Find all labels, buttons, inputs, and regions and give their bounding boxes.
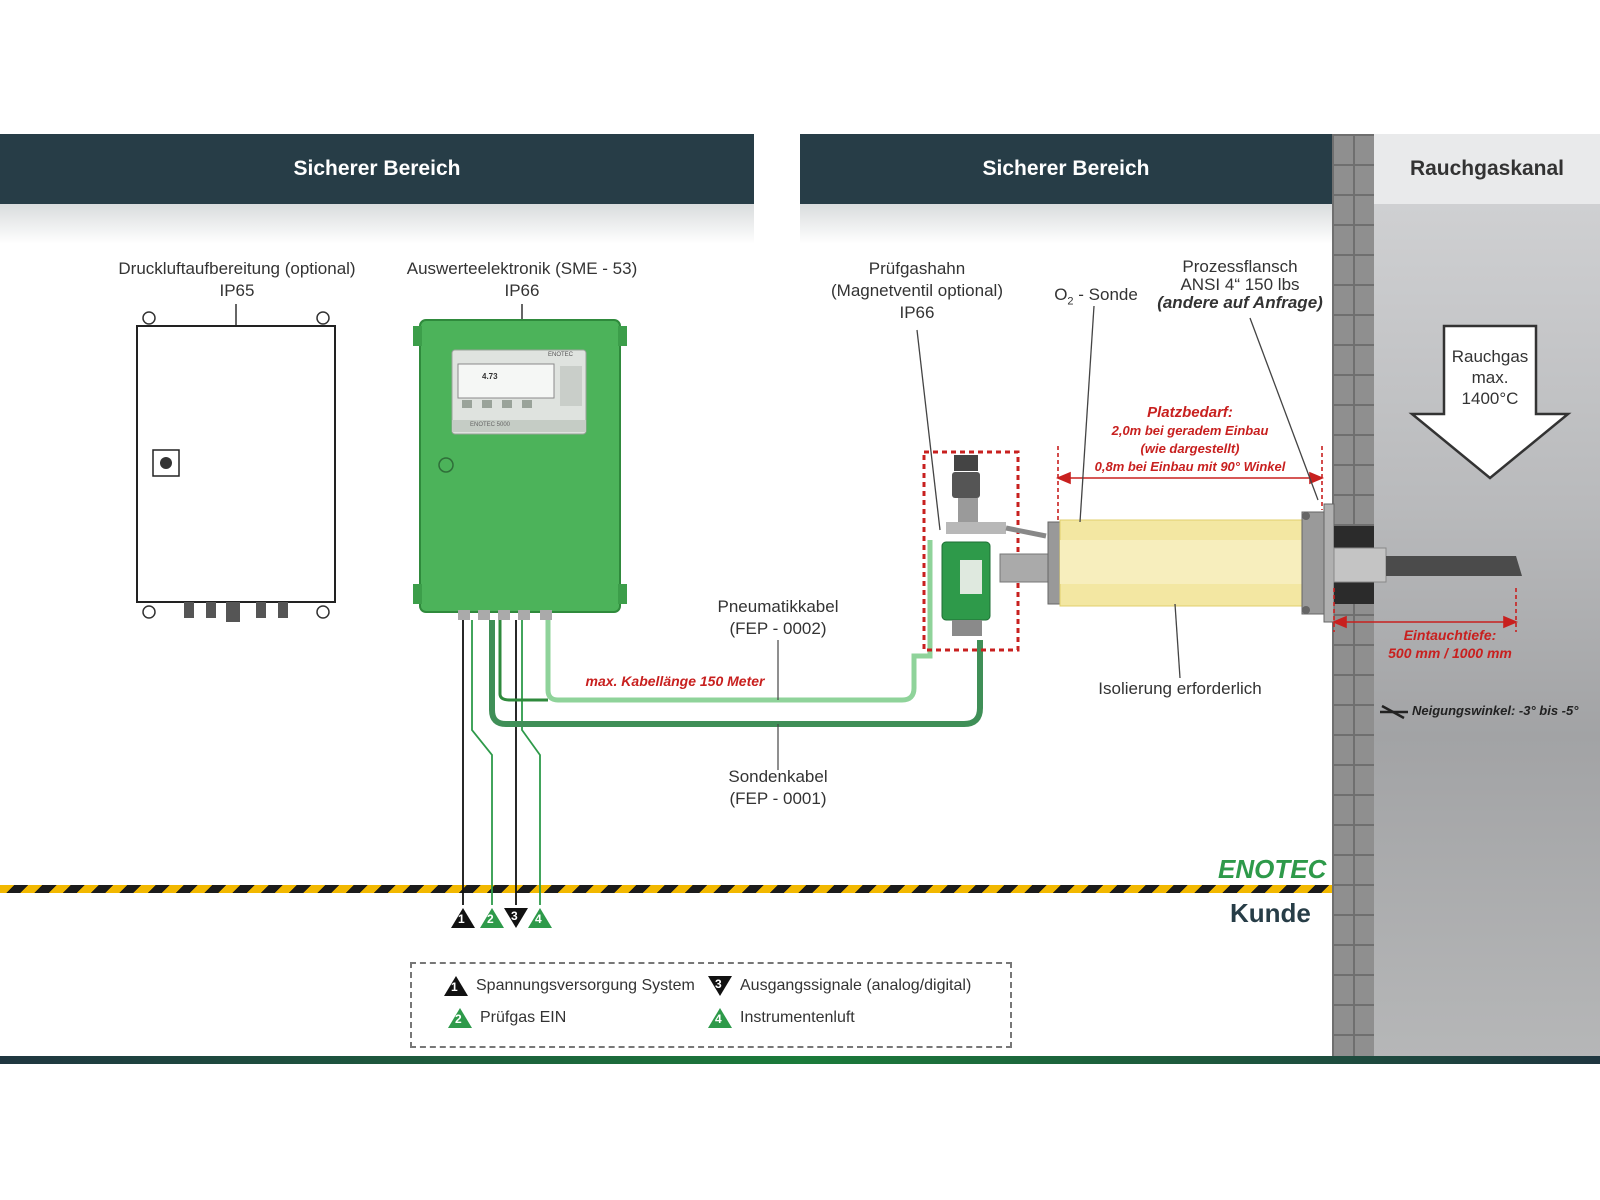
- customer-label: Kunde: [1230, 898, 1311, 928]
- legend-text-3: Ausgangssignale (analog/digital): [740, 977, 972, 994]
- pneumatic-cable-line1: Pneumatikkabel: [717, 597, 839, 616]
- safe-area-header-left: Sicherer Bereich: [0, 134, 754, 204]
- compressed-air-cabinet: [136, 304, 336, 622]
- enotec-label: ENOTEC: [1218, 854, 1327, 884]
- header-shade-left: [0, 204, 754, 244]
- o2-probe-assembly: [999, 503, 1522, 623]
- legend-marker-2-num: 2: [455, 1012, 462, 1026]
- test-gas-valve-label: Prüfgashahn (Magnetventil optional) IP66: [810, 258, 1024, 324]
- connection-marker-2: 2: [480, 908, 504, 928]
- flue-gas-arrow: [1408, 324, 1572, 480]
- safe-area-header-middle: Sicherer Bereich: [800, 134, 1332, 204]
- legend-marker-4-num: 4: [715, 1012, 722, 1026]
- legend-item-1: 1 Spannungsversorgung System: [444, 976, 695, 996]
- legend-item-2: 2 Prüfgas EIN: [448, 1008, 566, 1028]
- compressed-air-rating: IP65: [219, 281, 255, 300]
- test-gas-valve-line2: (Magnetventil optional): [831, 281, 1003, 300]
- space-requirement-title: Platzbedarf:: [1147, 404, 1233, 421]
- pneumatic-cable-label: Pneumatikkabel (FEP - 0002): [700, 596, 856, 640]
- legend-text-1: Spannungsversorgung System: [476, 977, 695, 994]
- legend-marker-3: 3: [708, 976, 732, 996]
- connection-marker-2-num: 2: [487, 912, 494, 926]
- o2-probe-label: O2 - Sonde: [1036, 284, 1156, 312]
- test-gas-valve-assembly: [922, 450, 1047, 652]
- space-requirement-line3: 0,8m bei Einbau mit 90° Winkel: [1094, 459, 1286, 474]
- legend-item-4: 4 Instrumentenluft: [708, 1008, 855, 1028]
- max-cable-length: max. Kabellänge 150 Meter: [585, 673, 765, 689]
- flue-gas-line2: max.: [1471, 368, 1509, 387]
- flue-gas-line3: 1400°C: [1461, 389, 1519, 408]
- compressed-air-label: Druckluftaufbereitung (optional) IP65: [110, 258, 364, 302]
- space-requirement: Platzbedarf: 2,0m bei geradem Einbau (wi…: [1080, 404, 1300, 476]
- compressed-air-title: Druckluftaufbereitung (optional): [118, 259, 356, 278]
- electronics-brand: ENOTEC: [548, 352, 574, 358]
- flue-gas-duct-title: Rauchgaskanal: [1409, 157, 1565, 180]
- space-requirement-line2: (wie dargestellt): [1140, 441, 1240, 456]
- o2-probe-label-sub: 2: [1067, 295, 1074, 308]
- test-gas-valve-rating: IP66: [899, 303, 935, 322]
- legend-marker-1-num: 1: [451, 980, 458, 994]
- legend-text-4: Instrumentenluft: [740, 1009, 855, 1026]
- process-flange-line2: ANSI 4“ 150 lbs: [1180, 275, 1300, 294]
- immersion-depth-values: 500 mm / 1000 mm: [1388, 645, 1512, 661]
- legend-item-3: 3 Ausgangssignale (analog/digital): [708, 976, 971, 996]
- test-gas-valve-line1: Prüfgashahn: [868, 259, 966, 278]
- connection-marker-3: 3: [504, 908, 528, 928]
- dimension-lines: [1055, 446, 1519, 632]
- electronics-model: ENOTEC 5000: [470, 422, 511, 428]
- flue-gas-duct: [1374, 134, 1600, 1060]
- inclination-icon: [1380, 704, 1408, 720]
- legend-marker-3-num: 3: [715, 977, 722, 991]
- flue-gas-label: Rauchgas max. 1400°C: [1440, 346, 1540, 409]
- legend: 1 Spannungsversorgung System 3 Ausgangss…: [410, 962, 1012, 1048]
- inclination-label: Neigungswinkel: -3° bis -5°: [1412, 703, 1579, 718]
- bottom-bar: [0, 1056, 1600, 1064]
- connection-marker-4: 4: [528, 908, 552, 928]
- o2-probe-label-prefix: O: [1054, 285, 1068, 304]
- electronics-label: Auswerteelektronik (SME - 53) IP66: [402, 258, 642, 302]
- electronics-cabinet: [413, 304, 627, 620]
- connection-marker-3-num: 3: [511, 909, 518, 923]
- legend-marker-4: 4: [708, 1008, 732, 1028]
- flue-gas-line1: Rauchgas: [1451, 347, 1529, 366]
- connection-marker-1: 1: [451, 908, 475, 928]
- immersion-depth-title: Eintauchtiefe:: [1403, 627, 1497, 643]
- leader-lines: [916, 305, 1319, 679]
- legend-marker-2: 2: [448, 1008, 472, 1028]
- probe-cable-line1: Sondenkabel: [728, 767, 828, 786]
- electronics-display-value: 4.73: [482, 372, 498, 381]
- immersion-depth: Eintauchtiefe: 500 mm / 1000 mm: [1370, 626, 1530, 662]
- process-flange-line1: Prozessflansch: [1182, 257, 1298, 276]
- connection-lines: [462, 620, 541, 905]
- scope-boundary-line: [0, 885, 1332, 893]
- connection-marker-1-num: 1: [458, 912, 465, 926]
- insulation-label: Isolierung erforderlich: [1098, 679, 1262, 698]
- electronics-title: Auswerteelektronik (SME - 53): [406, 259, 638, 278]
- probe-cable-line2: (FEP - 0001): [729, 789, 827, 808]
- electronics-rating: IP66: [504, 281, 540, 300]
- probe-cable-label: Sondenkabel (FEP - 0001): [710, 766, 846, 810]
- process-flange-label: Prozessflansch ANSI 4“ 150 lbs (andere a…: [1150, 258, 1330, 312]
- connection-marker-4-num: 4: [535, 912, 542, 926]
- cables: [489, 540, 983, 770]
- legend-text-2: Prüfgas EIN: [480, 1009, 567, 1026]
- header-shade-middle: [800, 204, 1332, 244]
- pneumatic-cable-line2: (FEP - 0002): [729, 619, 827, 638]
- process-flange-line3: (andere auf Anfrage): [1157, 293, 1323, 312]
- legend-marker-1: 1: [444, 976, 468, 996]
- space-requirement-line1: 2,0m bei geradem Einbau: [1111, 423, 1269, 438]
- o2-probe-label-suffix: - Sonde: [1073, 285, 1138, 304]
